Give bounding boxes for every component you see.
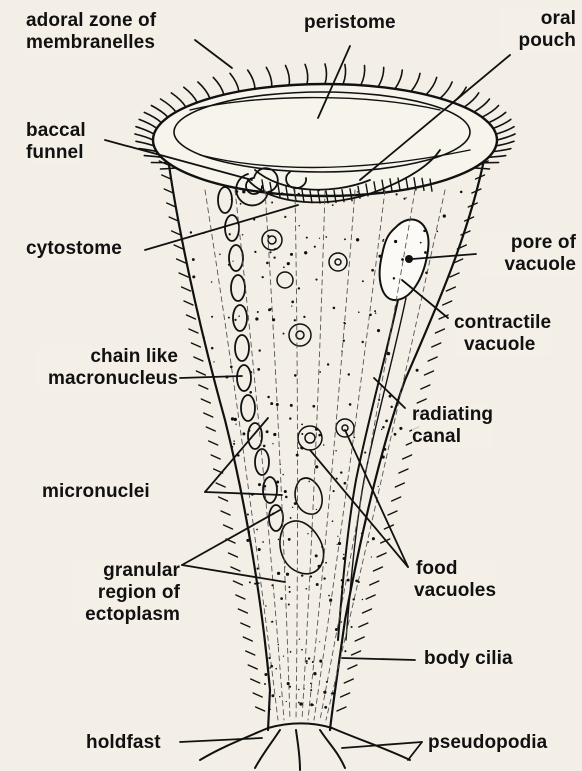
label-body-cilia: body cilia [424,648,513,670]
label-holdfast: holdfast [86,732,161,754]
label-pseudopodia: pseudopodia [428,732,547,754]
label-peristome: peristome [304,12,396,34]
radiating-canal [338,300,398,640]
label-cytostome: cytostome [26,238,122,260]
contractile-vacuole [380,219,429,300]
holdfast-pseudopodia [200,724,410,771]
food-vacuoles [262,230,354,450]
chain-macronucleus [218,187,283,531]
label-micronuclei: micronuclei [42,481,150,503]
